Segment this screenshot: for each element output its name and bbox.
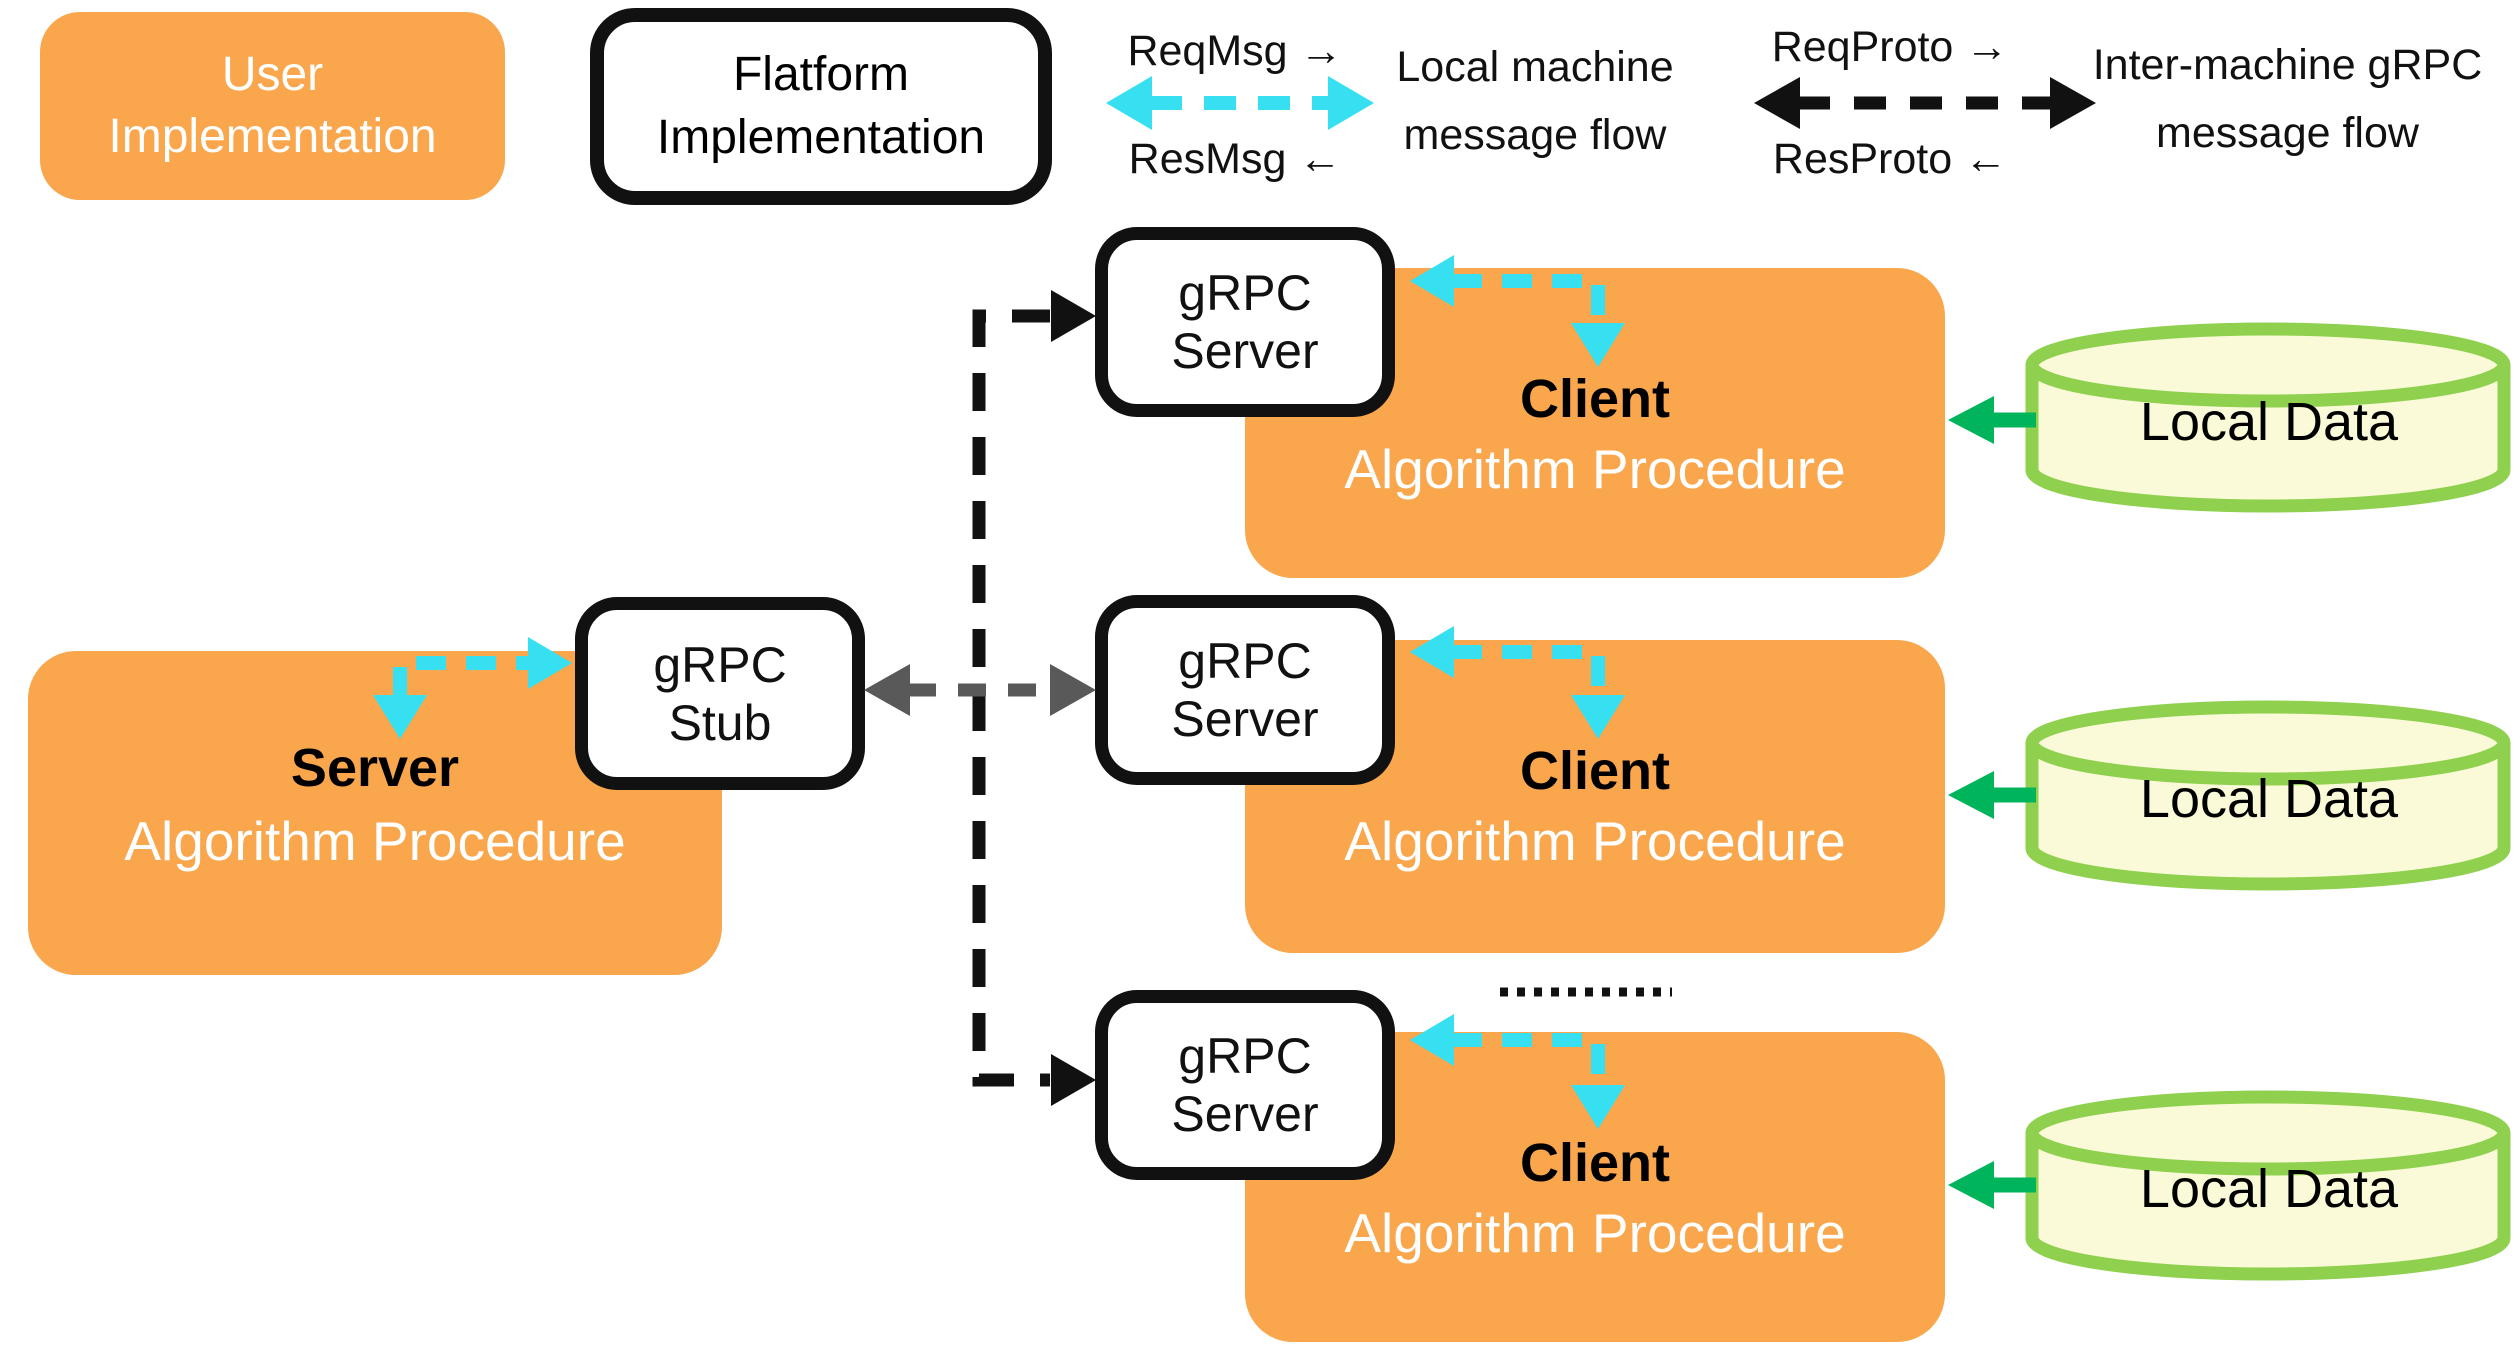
grpc-server-box-1: gRPC Server bbox=[1095, 227, 1395, 417]
client-local-flow-arrow-3 bbox=[1410, 1014, 1625, 1129]
client-procedure-label-2: Algorithm Procedure bbox=[1344, 810, 1846, 872]
client-procedure-label-3: Algorithm Procedure bbox=[1344, 1202, 1846, 1264]
legend-platform-implementation-box: Flatform Implementation bbox=[590, 8, 1052, 205]
trunk-arrowhead-top bbox=[1051, 290, 1096, 342]
client-role-label-1: Client bbox=[1519, 369, 1670, 429]
grpc-server-label-1: gRPC Server bbox=[1171, 265, 1319, 379]
stub-server-double-arrow bbox=[864, 664, 1096, 716]
local-data-cylinder-3 bbox=[2025, 1090, 2511, 1281]
legend-local-flow-description: Local machine message flow bbox=[1396, 43, 1674, 159]
legend-resmsg-label: ResMsg ← bbox=[1128, 135, 1342, 183]
grpc-stub-label: gRPC Stub bbox=[653, 636, 787, 751]
client-role-label-3: Client bbox=[1519, 1133, 1670, 1193]
legend-grpc-flow-description: Inter-machine gRPC message flow bbox=[2092, 41, 2483, 157]
local-data-cylinder-1 bbox=[2025, 322, 2511, 513]
server-procedure-label: Algorithm Procedure bbox=[124, 810, 626, 872]
client-local-flow-arrow-1 bbox=[1410, 255, 1625, 367]
stub-local-flow-arrow bbox=[373, 637, 572, 739]
legend-user-implementation-label: User Implementation bbox=[108, 47, 437, 163]
local-data-arrow-3 bbox=[1948, 1161, 2036, 1209]
local-data-label-1: Local Data bbox=[2139, 392, 2399, 452]
grpc-server-box-2: gRPC Server bbox=[1095, 595, 1395, 785]
trunk-arrowhead-bottom bbox=[1051, 1054, 1096, 1106]
local-data-label-3: Local Data bbox=[2139, 1159, 2399, 1219]
client-role-label-2: Client bbox=[1519, 741, 1670, 801]
inter-machine-trunk-line bbox=[972, 290, 1096, 1106]
legend-local-flow-arrow bbox=[1106, 76, 1374, 130]
local-data-arrow-2 bbox=[1948, 771, 2036, 819]
client-procedure-label-1: Algorithm Procedure bbox=[1344, 438, 1846, 500]
local-data-label-2: Local Data bbox=[2139, 769, 2399, 829]
server-role-label: Server bbox=[290, 738, 460, 798]
legend-grpc-flow-arrow bbox=[1754, 77, 2096, 129]
legend-reqproto-label: ReqProto → bbox=[1771, 23, 2009, 71]
local-data-arrow-1 bbox=[1948, 396, 2036, 444]
grpc-server-label-3: gRPC Server bbox=[1171, 1028, 1319, 1142]
grpc-server-box-3: gRPC Server bbox=[1095, 990, 1395, 1180]
local-data-cylinder-2 bbox=[2025, 700, 2511, 891]
client-local-flow-arrow-2 bbox=[1410, 626, 1625, 739]
legend-resproto-label: ResProto ← bbox=[1772, 135, 2008, 183]
legend-reqmsg-label: ReqMsg → bbox=[1127, 27, 1343, 75]
legend-platform-implementation-label: Flatform Implementation bbox=[656, 48, 986, 164]
grpc-stub-box: gRPC Stub bbox=[575, 597, 865, 790]
legend-user-implementation-box: User Implementation bbox=[40, 12, 505, 200]
grpc-server-label-2: gRPC Server bbox=[1171, 633, 1319, 747]
